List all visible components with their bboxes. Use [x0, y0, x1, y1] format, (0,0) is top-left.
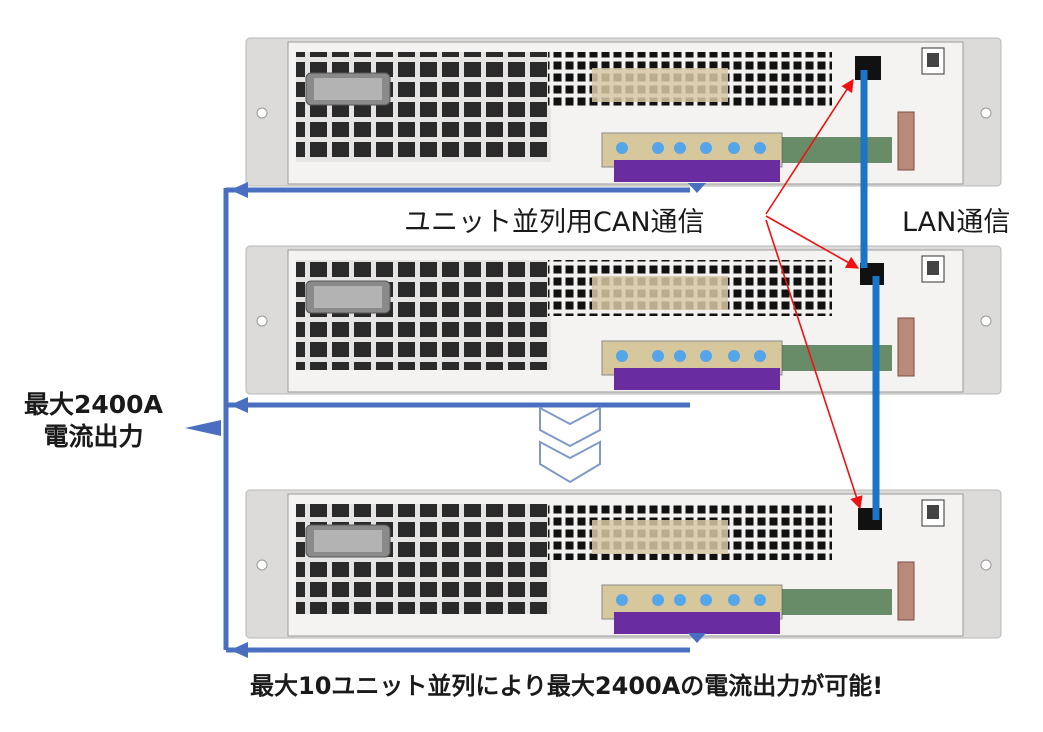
bottom-caption: 最大10ユニット並列により最大2400Aの電流出力が可能!	[250, 672, 884, 700]
max-current-line1: 最大2400A	[24, 390, 163, 419]
power-unit-2	[245, 245, 1002, 395]
can-communication-label: ユニット並列用CAN通信	[404, 207, 705, 238]
lan-communication-label: LAN通信	[902, 207, 1011, 238]
power-unit-3	[245, 489, 1002, 639]
current-bus	[223, 187, 690, 653]
lan-cables	[860, 70, 880, 520]
max-current-line2: 電流出力	[43, 422, 144, 451]
bus-arrowheads	[185, 182, 706, 658]
max-current-label: 最大2400A 電流出力	[24, 389, 163, 453]
chevron-down-icon	[539, 406, 601, 484]
can-arrows	[765, 78, 863, 510]
power-unit-1	[245, 37, 1002, 187]
